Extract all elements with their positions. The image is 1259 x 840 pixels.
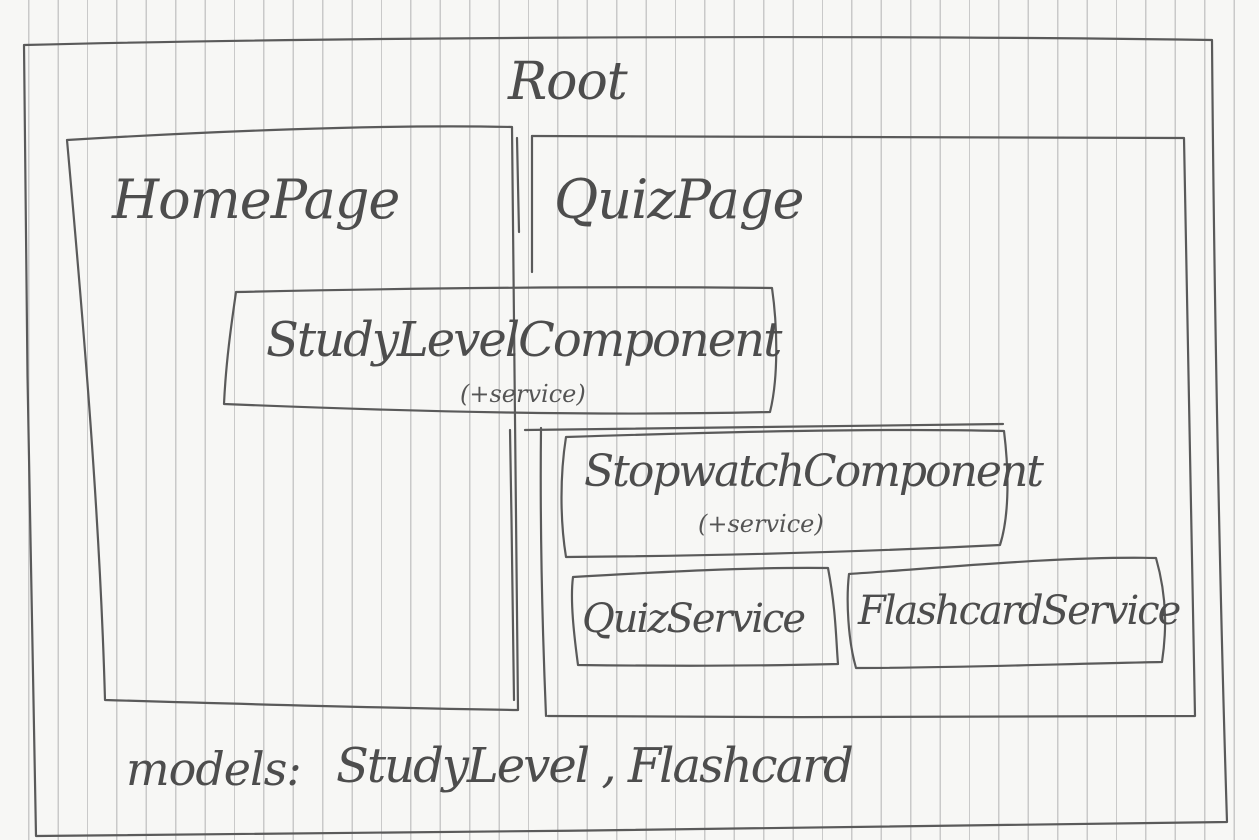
study-level-component-note: (+service) [460,380,586,408]
models-label: models: [126,742,302,796]
study-level-component-label: StudyLevelComponent [266,312,782,368]
page-divider [515,136,521,234]
models-list: StudyLevel , Flashcard [336,738,854,794]
stopwatch-component-note: (+service) [698,510,824,538]
flashcard-service-label: FlashcardService [858,588,1181,634]
quiz-service-box [570,566,840,667]
root-title: Root [508,52,628,112]
quiz-page-box-top [530,134,1197,719]
study-level-component-box [222,286,778,415]
quiz-page-inner-left [539,426,548,718]
root-box [22,35,1229,838]
quiz-service-label: QuizService [582,596,806,642]
home-page-box [65,125,520,712]
home-page-label: HomePage [112,168,400,231]
quiz-page-label: QuizPage [554,168,804,231]
quiz-page-box-left [508,428,516,702]
flashcard-service-box [846,556,1167,670]
quiz-page-top-seg [523,422,1005,432]
stopwatch-component-label: StopwatchComponent [584,446,1044,497]
stopwatch-component-box [560,428,1009,559]
